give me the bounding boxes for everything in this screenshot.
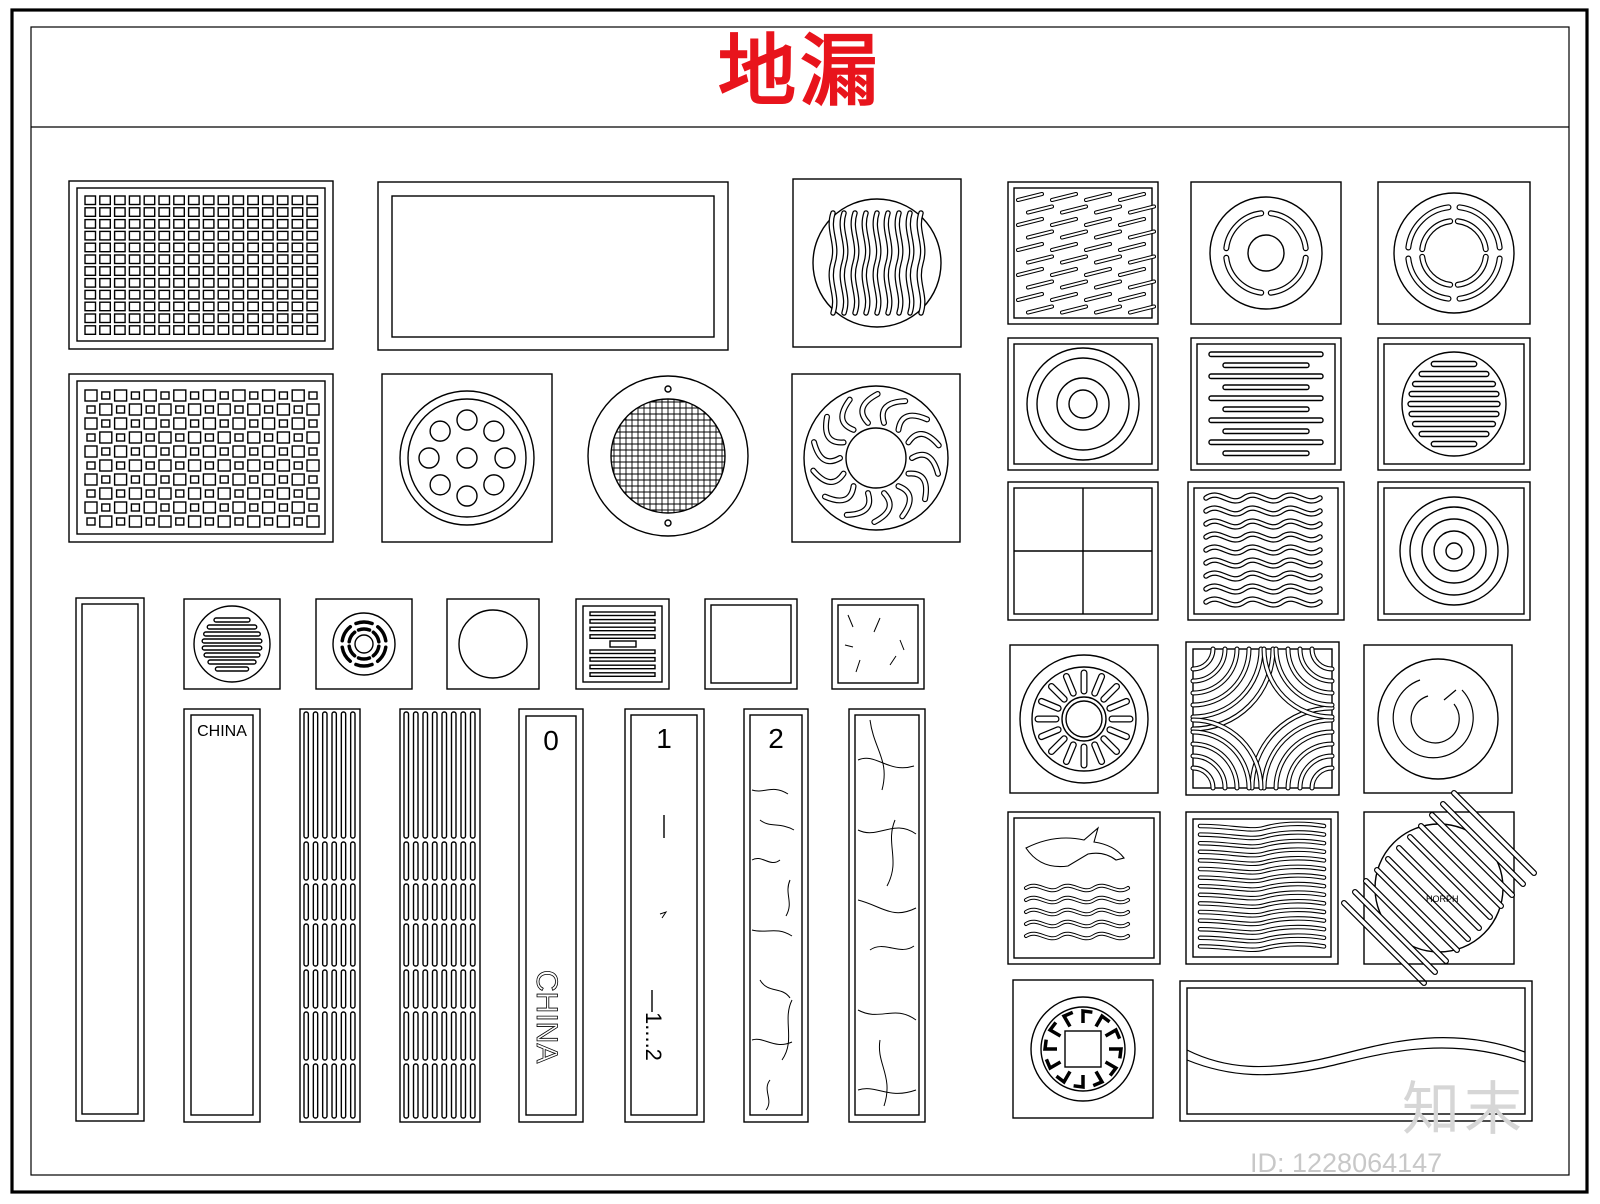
square-drain-horizontal-bars: [1190, 337, 1342, 471]
square-drain-fan-arcs: [1185, 641, 1340, 796]
drain-round-holes: [381, 373, 553, 543]
square-drain-diagonal-slots: [1007, 181, 1159, 325]
small-drain-stone: [831, 598, 925, 690]
grate-china-top-label: CHINA: [197, 723, 247, 740]
square-drain-curved-bars: [1185, 811, 1339, 965]
small-drain-concentric-slots: [315, 598, 413, 690]
square-drain-shark-waves: [1007, 811, 1161, 965]
square-drain-round-bars: [1377, 337, 1531, 471]
square-drain-maze: [1377, 481, 1531, 621]
drain-wavy-slots: [792, 178, 962, 348]
long-grate-vertical-slots-a: [299, 708, 361, 1123]
square-drain-wave-slots: [1187, 481, 1345, 621]
square-drain-ring-center: [1190, 181, 1342, 325]
linear-drain-wave: [1179, 980, 1533, 1122]
grate-zero-label: 0: [543, 725, 559, 756]
grate-one-label: 1: [656, 723, 672, 754]
small-drain-plain-circle: [446, 598, 540, 690]
linear-drain-blank: [377, 181, 729, 351]
small-drain-bar-slots: [183, 598, 281, 690]
page-title: 地漏: [717, 26, 882, 117]
linear-grate-square-grid: [68, 180, 334, 350]
small-drain-bar-square: [575, 598, 670, 690]
square-drain-logo-diagonal: HORPH: [1341, 790, 1537, 986]
square-drain-double-ring: [1377, 181, 1531, 325]
square-drain-gear-slots: [1009, 644, 1159, 794]
logo-badge-label: HORPH: [1426, 894, 1459, 904]
square-drain-quartered: [1007, 481, 1159, 621]
long-grate-china-top: CHINA: [183, 708, 261, 1123]
long-grate-stone: [848, 708, 926, 1123]
long-grate-vertical-slots-b: [399, 708, 481, 1123]
long-grate-number-two-stone: 2: [743, 708, 809, 1123]
drain-petal-slots: [791, 373, 961, 543]
watermark-brand-logo: 知末: [1402, 1075, 1527, 1143]
grate-two-label: 2: [768, 723, 784, 754]
drain-round-mesh: [587, 375, 749, 537]
square-drain-swirl: [1363, 644, 1513, 794]
square-drain-ornament: [1012, 979, 1154, 1119]
linear-grate-checker-grid: [68, 373, 334, 543]
watermark-image-id: ID: 1228064147: [1250, 1148, 1443, 1178]
grate-china-vertical-label: CHINA: [530, 970, 563, 1063]
sheet-inner-border: [30, 26, 1570, 1176]
long-grate-blank: [75, 597, 145, 1122]
long-grate-china-vertical: 0 CHINA: [518, 708, 584, 1123]
square-drain-concentric: [1007, 337, 1159, 471]
long-grate-number-one: 1 1....2: [624, 708, 705, 1123]
grate-one-bottom-label: 1....2: [641, 1012, 666, 1061]
sheet-outer-border: [10, 8, 1589, 1194]
small-drain-plain-square: [704, 598, 798, 690]
